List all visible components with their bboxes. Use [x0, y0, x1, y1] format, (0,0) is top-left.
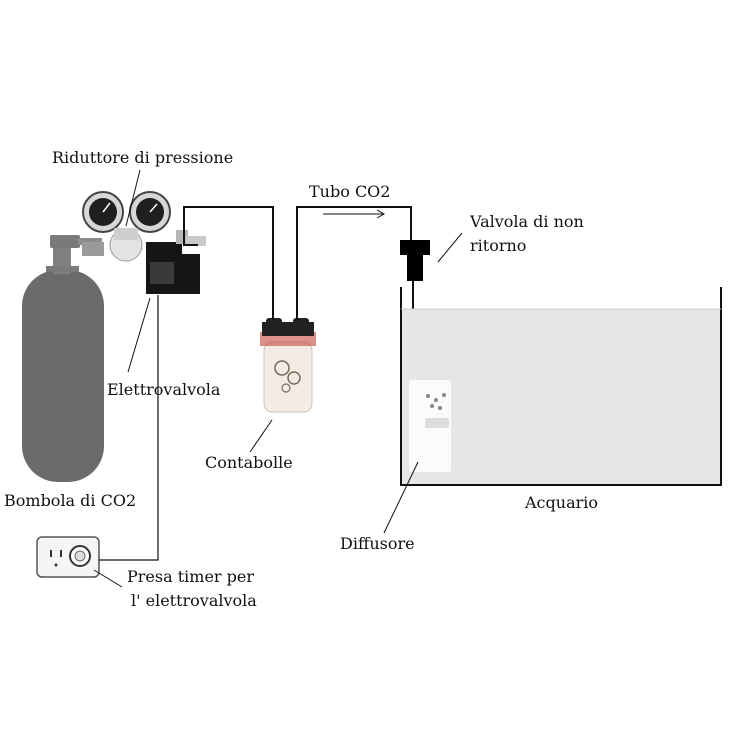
label-check-valve-line2: ritorno — [470, 236, 527, 255]
timer-cable — [99, 295, 159, 561]
label-solenoid: Elettrovalvola — [107, 380, 221, 399]
bubble-counter — [260, 318, 316, 413]
aquarium — [400, 287, 722, 486]
label-check-valve-line1: Valvola di non — [470, 212, 584, 231]
co2-tube-to-counter — [183, 206, 274, 320]
label-diffuser: Diffusore — [340, 534, 415, 553]
leader-diffuser — [383, 461, 419, 534]
label-aquarium: Acquario — [525, 493, 598, 512]
label-cylinder: Bombola di CO2 — [4, 491, 137, 510]
leader-timer — [93, 569, 123, 588]
leader-regulator — [125, 169, 141, 227]
diffuser — [409, 380, 451, 472]
label-regulator: Riduttore di pressione — [52, 148, 234, 167]
label-timer-line2: l' elettrovalvola — [131, 591, 257, 610]
solenoid-valve — [146, 230, 206, 294]
timer-socket — [36, 536, 100, 578]
leader-solenoid — [127, 297, 151, 373]
label-timer-line1: Presa timer per — [127, 567, 254, 586]
tube-arrow-head — [376, 209, 386, 219]
co2-cylinder — [22, 235, 104, 482]
label-co2-tube: Tubo CO2 — [309, 182, 391, 201]
check-valve — [400, 240, 430, 281]
label-bubble-counter: Contabolle — [205, 453, 293, 472]
leader-bubble-counter — [249, 419, 273, 453]
co2-tube-to-aquarium — [296, 206, 412, 320]
leader-check-valve — [437, 232, 463, 263]
